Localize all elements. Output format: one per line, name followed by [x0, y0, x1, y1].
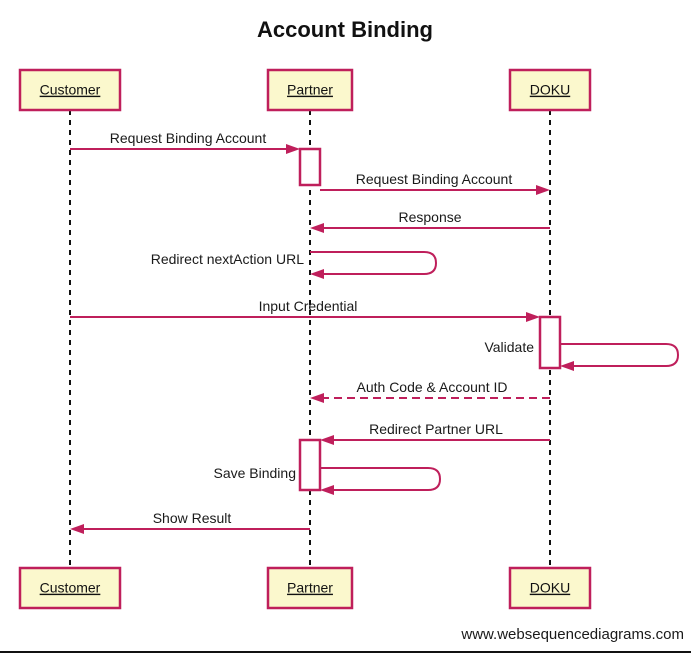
message-request-binding-account-1: Request Binding Account	[70, 130, 300, 154]
message-save-binding: Save Binding	[213, 465, 442, 495]
actor-customer-bottom[interactable]: Customer	[18, 566, 122, 610]
self-message-loop	[320, 467, 442, 491]
actor-partner-top[interactable]: Partner	[266, 68, 354, 112]
arrow-head-icon	[526, 312, 540, 322]
actor-box[interactable]	[18, 68, 122, 112]
message-show-result: Show Result	[70, 510, 310, 534]
arrow-head-icon	[536, 185, 550, 195]
message-response: Response	[310, 209, 550, 233]
message-label: Request Binding Account	[110, 130, 267, 146]
arrow-head-icon	[310, 393, 324, 403]
actor-doku-bottom[interactable]: DOKU	[508, 566, 592, 610]
actor-box[interactable]	[18, 566, 122, 610]
arrow-head-icon	[320, 435, 334, 445]
message-label: Redirect nextAction URL	[151, 251, 305, 267]
actor-label: Partner	[287, 580, 333, 596]
message-label: Save Binding	[213, 465, 296, 481]
message-request-binding-account-2: Request Binding Account	[320, 171, 550, 195]
message-label: Redirect Partner URL	[369, 421, 503, 437]
message-label: Show Result	[153, 510, 232, 526]
actor-box[interactable]	[266, 68, 354, 112]
actor-box[interactable]	[266, 566, 354, 610]
self-message-loop	[310, 251, 438, 275]
arrow-head-icon	[70, 524, 84, 534]
message-label: Request Binding Account	[356, 171, 513, 187]
actor-customer-top[interactable]: Customer	[18, 68, 122, 112]
page-title: Account Binding	[257, 17, 433, 42]
arrow-head-icon	[310, 269, 324, 279]
activation-bar-doku-1	[538, 315, 562, 370]
message-redirect-nextaction-url: Redirect nextAction URL	[151, 251, 438, 279]
activation-bar-partner-2	[298, 438, 322, 492]
actor-partner-bottom[interactable]: Partner	[266, 566, 354, 610]
actor-label: DOKU	[530, 82, 570, 98]
actor-doku-top[interactable]: DOKU	[508, 68, 592, 112]
actor-box[interactable]	[508, 68, 592, 112]
arrow-head-icon	[286, 144, 300, 154]
message-label: Validate	[484, 339, 534, 355]
footer-watermark: www.websequencediagrams.com	[460, 626, 684, 643]
actor-label: Customer	[40, 82, 101, 98]
actor-label: Partner	[287, 82, 333, 98]
actor-label: Customer	[40, 580, 101, 596]
activation-bar-partner-1	[298, 147, 322, 187]
message-input-credential: Input Credential	[70, 298, 540, 322]
actor-box[interactable]	[508, 566, 592, 610]
message-label: Auth Code & Account ID	[357, 379, 508, 395]
message-label: Response	[398, 209, 461, 225]
actor-label: DOKU	[530, 580, 570, 596]
arrow-head-icon	[320, 485, 334, 495]
self-message-loop	[560, 343, 680, 367]
message-auth-code-account-id: Auth Code & Account ID	[310, 379, 550, 403]
message-redirect-partner-url: Redirect Partner URL	[320, 421, 550, 445]
arrow-head-icon	[310, 223, 324, 233]
arrow-head-icon	[560, 361, 574, 371]
message-validate: Validate	[484, 339, 680, 371]
message-label: Input Credential	[259, 298, 358, 314]
